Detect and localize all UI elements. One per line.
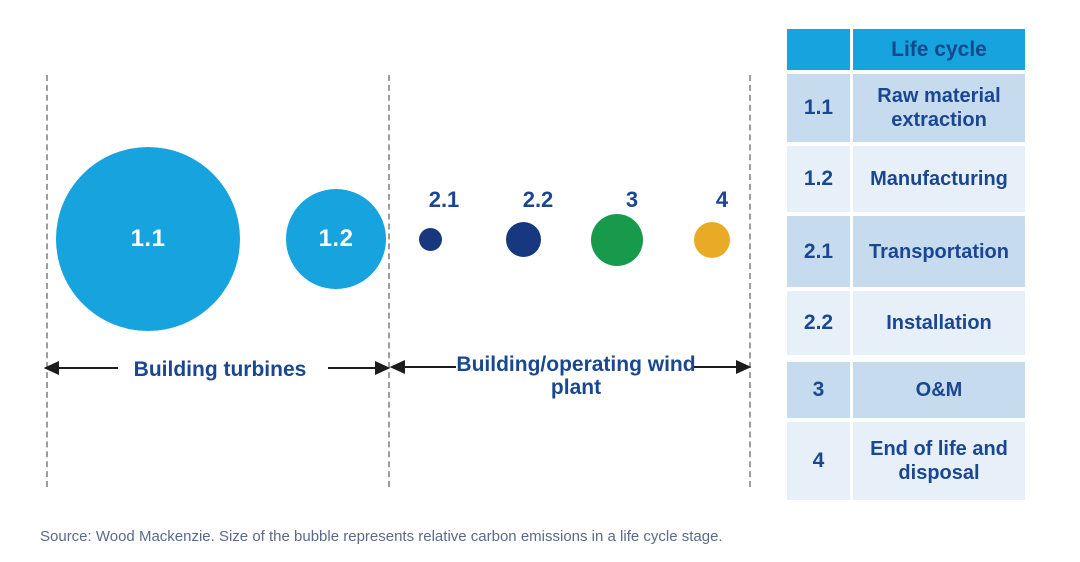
bubble-label-2-1: 2.1 <box>428 187 460 212</box>
bubble-3 <box>591 214 643 266</box>
section-label-building-operating-wind-plant: Building/operating wind plant <box>456 353 696 399</box>
bubble-label-1-2: 1.2 <box>318 225 354 252</box>
stage-number-cell: 4 <box>787 422 850 500</box>
bubble-label-1-1: 1.1 <box>130 225 166 252</box>
stage-name-cell: Transportation <box>853 216 1025 287</box>
arrowhead-right-icon <box>375 360 391 376</box>
stage-number-cell: 2.1 <box>787 216 850 287</box>
range-arrows <box>43 359 752 376</box>
stage-name-cell: O&M <box>853 362 1025 418</box>
table-row: 2.1 Transportation <box>787 216 1025 287</box>
bubble-2-1 <box>419 228 442 251</box>
stage-number-cell: 1.2 <box>787 146 850 212</box>
bubble-label-2-2: 2.2 <box>522 187 554 212</box>
table-header-lifecycle-cell: Life cycle <box>853 29 1025 70</box>
section-label-building-turbines: Building turbines <box>133 358 307 381</box>
arrowhead-left-icon <box>389 359 405 375</box>
table-row: 2.2 Installation <box>787 291 1025 355</box>
stage-name-cell: Raw material extraction <box>853 74 1025 142</box>
stage-name-cell: End of life and disposal <box>853 422 1025 500</box>
bubble-1-1: 1.1 <box>56 147 240 331</box>
dashed-divider-right <box>749 75 751 487</box>
table-row: 1.2 Manufacturing <box>787 146 1025 212</box>
table-row: 3 O&M <box>787 362 1025 418</box>
arrowhead-right-icon <box>736 359 752 375</box>
dashed-divider-left <box>46 75 48 487</box>
table-row: 4 End of life and disposal <box>787 422 1025 500</box>
stage-number-cell: 1.1 <box>787 74 850 142</box>
stage-name-cell: Manufacturing <box>853 146 1025 212</box>
stage-number-cell: 2.2 <box>787 291 850 355</box>
bubble-2-2 <box>506 222 541 257</box>
bubble-1-2: 1.2 <box>286 189 386 289</box>
arrowhead-left-icon <box>43 360 59 376</box>
table-header-stage-cell <box>787 29 850 70</box>
bubble-label-4: 4 <box>715 187 729 212</box>
stage-name-cell: Installation <box>853 291 1025 355</box>
bubble-label-3: 3 <box>625 187 639 212</box>
source-note: Source: Wood Mackenzie. Size of the bubb… <box>40 528 723 545</box>
dashed-divider-middle <box>388 75 390 487</box>
table-header-row: Life cycle <box>787 29 1025 70</box>
bubble-4 <box>694 222 730 258</box>
table-row: 1.1 Raw material extraction <box>787 74 1025 142</box>
stage-number-cell: 3 <box>787 362 850 418</box>
